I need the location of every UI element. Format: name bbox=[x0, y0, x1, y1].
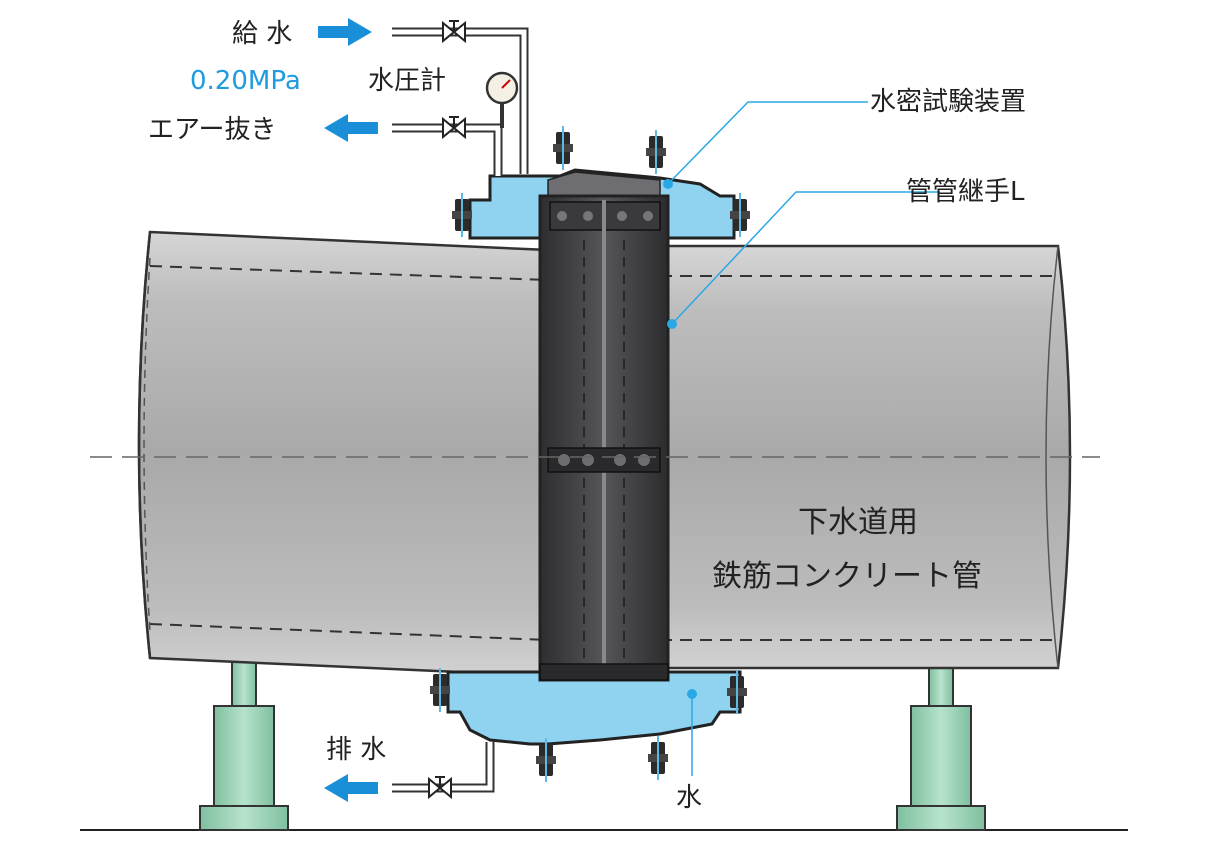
right-support bbox=[896, 667, 986, 831]
top-piping bbox=[392, 27, 529, 176]
flow-arrow-icon bbox=[324, 774, 378, 802]
gate-valve-icon[interactable] bbox=[428, 776, 452, 798]
gate-valve-icon[interactable] bbox=[442, 116, 466, 138]
pressure-value-label: 0.20MPa bbox=[190, 66, 301, 96]
flow-arrow-icon bbox=[324, 114, 378, 142]
drain-label: 排 水 bbox=[326, 735, 386, 765]
pipe-type-label-line2: 鉄筋コンクリート管 bbox=[712, 559, 982, 594]
water-supply-label: 給 水 bbox=[232, 19, 292, 49]
pressure-gauge-label: 水圧計 bbox=[368, 66, 446, 96]
test-device-bottom bbox=[429, 667, 748, 783]
water-label: 水 bbox=[676, 783, 702, 813]
air-vent-label: エアー抜き bbox=[148, 115, 276, 145]
gate-valve-icon[interactable] bbox=[442, 20, 466, 42]
drain-piping bbox=[392, 742, 495, 793]
flow-arrow-icon bbox=[318, 18, 372, 46]
leader-lines bbox=[663, 101, 940, 776]
pipe-type-label-line1: 下水道用 bbox=[798, 505, 918, 540]
pressure-gauge-icon bbox=[485, 71, 519, 105]
pipe-joint-label: 管管継手L bbox=[906, 177, 1025, 207]
left-concrete-pipe bbox=[137, 230, 550, 678]
left-support bbox=[199, 661, 289, 831]
pipe-joint-sleeve bbox=[538, 194, 670, 682]
test-device-label: 水密試験装置 bbox=[870, 87, 1026, 117]
